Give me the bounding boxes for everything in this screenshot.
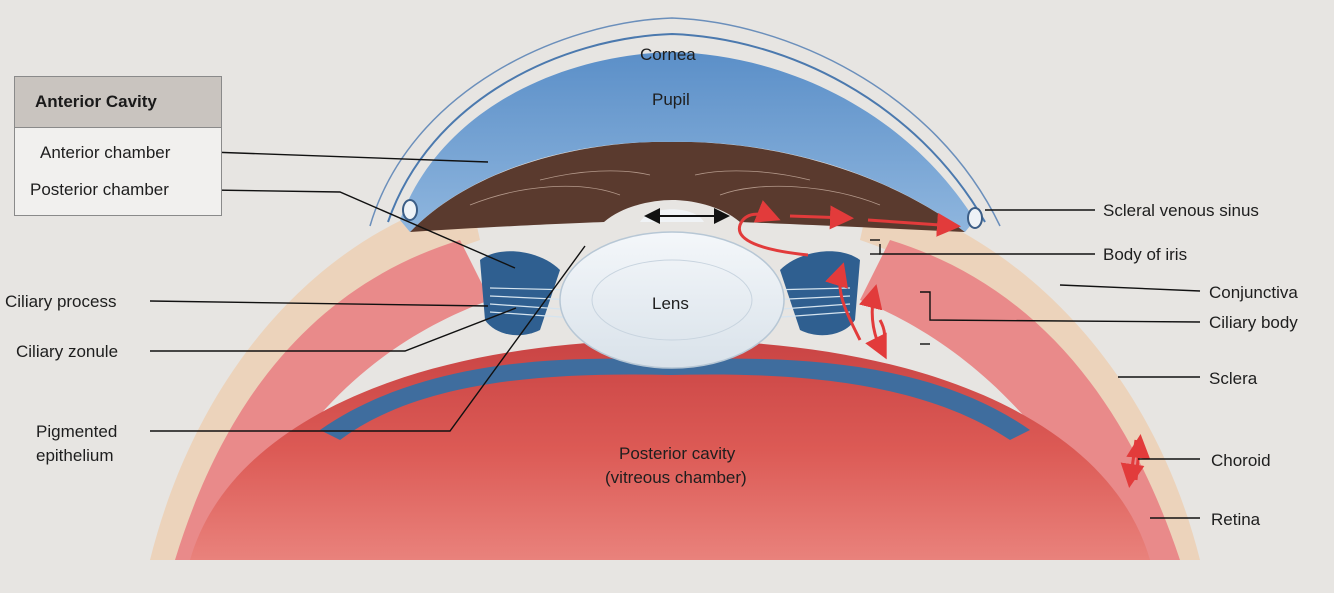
label-anterior-chamber: Anterior chamber	[40, 143, 171, 162]
label-conjunctiva: Conjunctiva	[1209, 283, 1298, 302]
label-epithelium: epithelium	[36, 446, 114, 465]
label-vitreous-chamber: (vitreous chamber)	[605, 468, 747, 487]
label-ciliary-zonule: Ciliary zonule	[16, 342, 119, 361]
scleral-venous-sinus-right	[967, 207, 983, 229]
aqueous-flow-arrows	[737, 200, 1151, 488]
lens	[559, 231, 785, 369]
label-pigmented: Pigmented	[36, 422, 118, 441]
label-body-of-iris: Body of iris	[1103, 245, 1188, 264]
cornea-outer-edge	[387, 32, 986, 223]
label-scleral-venous-sinus: Scleral venous sinus	[1103, 201, 1259, 220]
conjunctiva-layer	[369, 17, 1001, 227]
cornea	[400, 52, 975, 232]
anterior-cavity-heading: Anterior Cavity	[15, 77, 221, 128]
label-retina: Retina	[1211, 510, 1261, 529]
label-choroid: Choroid	[1211, 451, 1271, 470]
lens-inner-ring	[591, 259, 753, 341]
label-posterior-cavity: Posterior cavity	[619, 444, 736, 463]
label-posterior-chamber: Posterior chamber	[30, 180, 169, 199]
label-cornea: Cornea	[640, 45, 696, 64]
iris-texture	[469, 170, 881, 206]
anterior-cavity-box: Anterior Cavity	[14, 76, 222, 216]
label-lens: Lens	[652, 294, 689, 313]
label-ciliary-process: Ciliary process	[5, 292, 117, 311]
retina-pigment-band	[320, 358, 1030, 440]
label-sclera: Sclera	[1209, 369, 1258, 388]
label-pupil: Pupil	[652, 90, 690, 109]
scleral-venous-sinus-left	[402, 199, 418, 221]
iris	[410, 141, 965, 232]
leader-lines	[149, 151, 1201, 519]
label-ciliary-body: Ciliary body	[1209, 313, 1298, 332]
